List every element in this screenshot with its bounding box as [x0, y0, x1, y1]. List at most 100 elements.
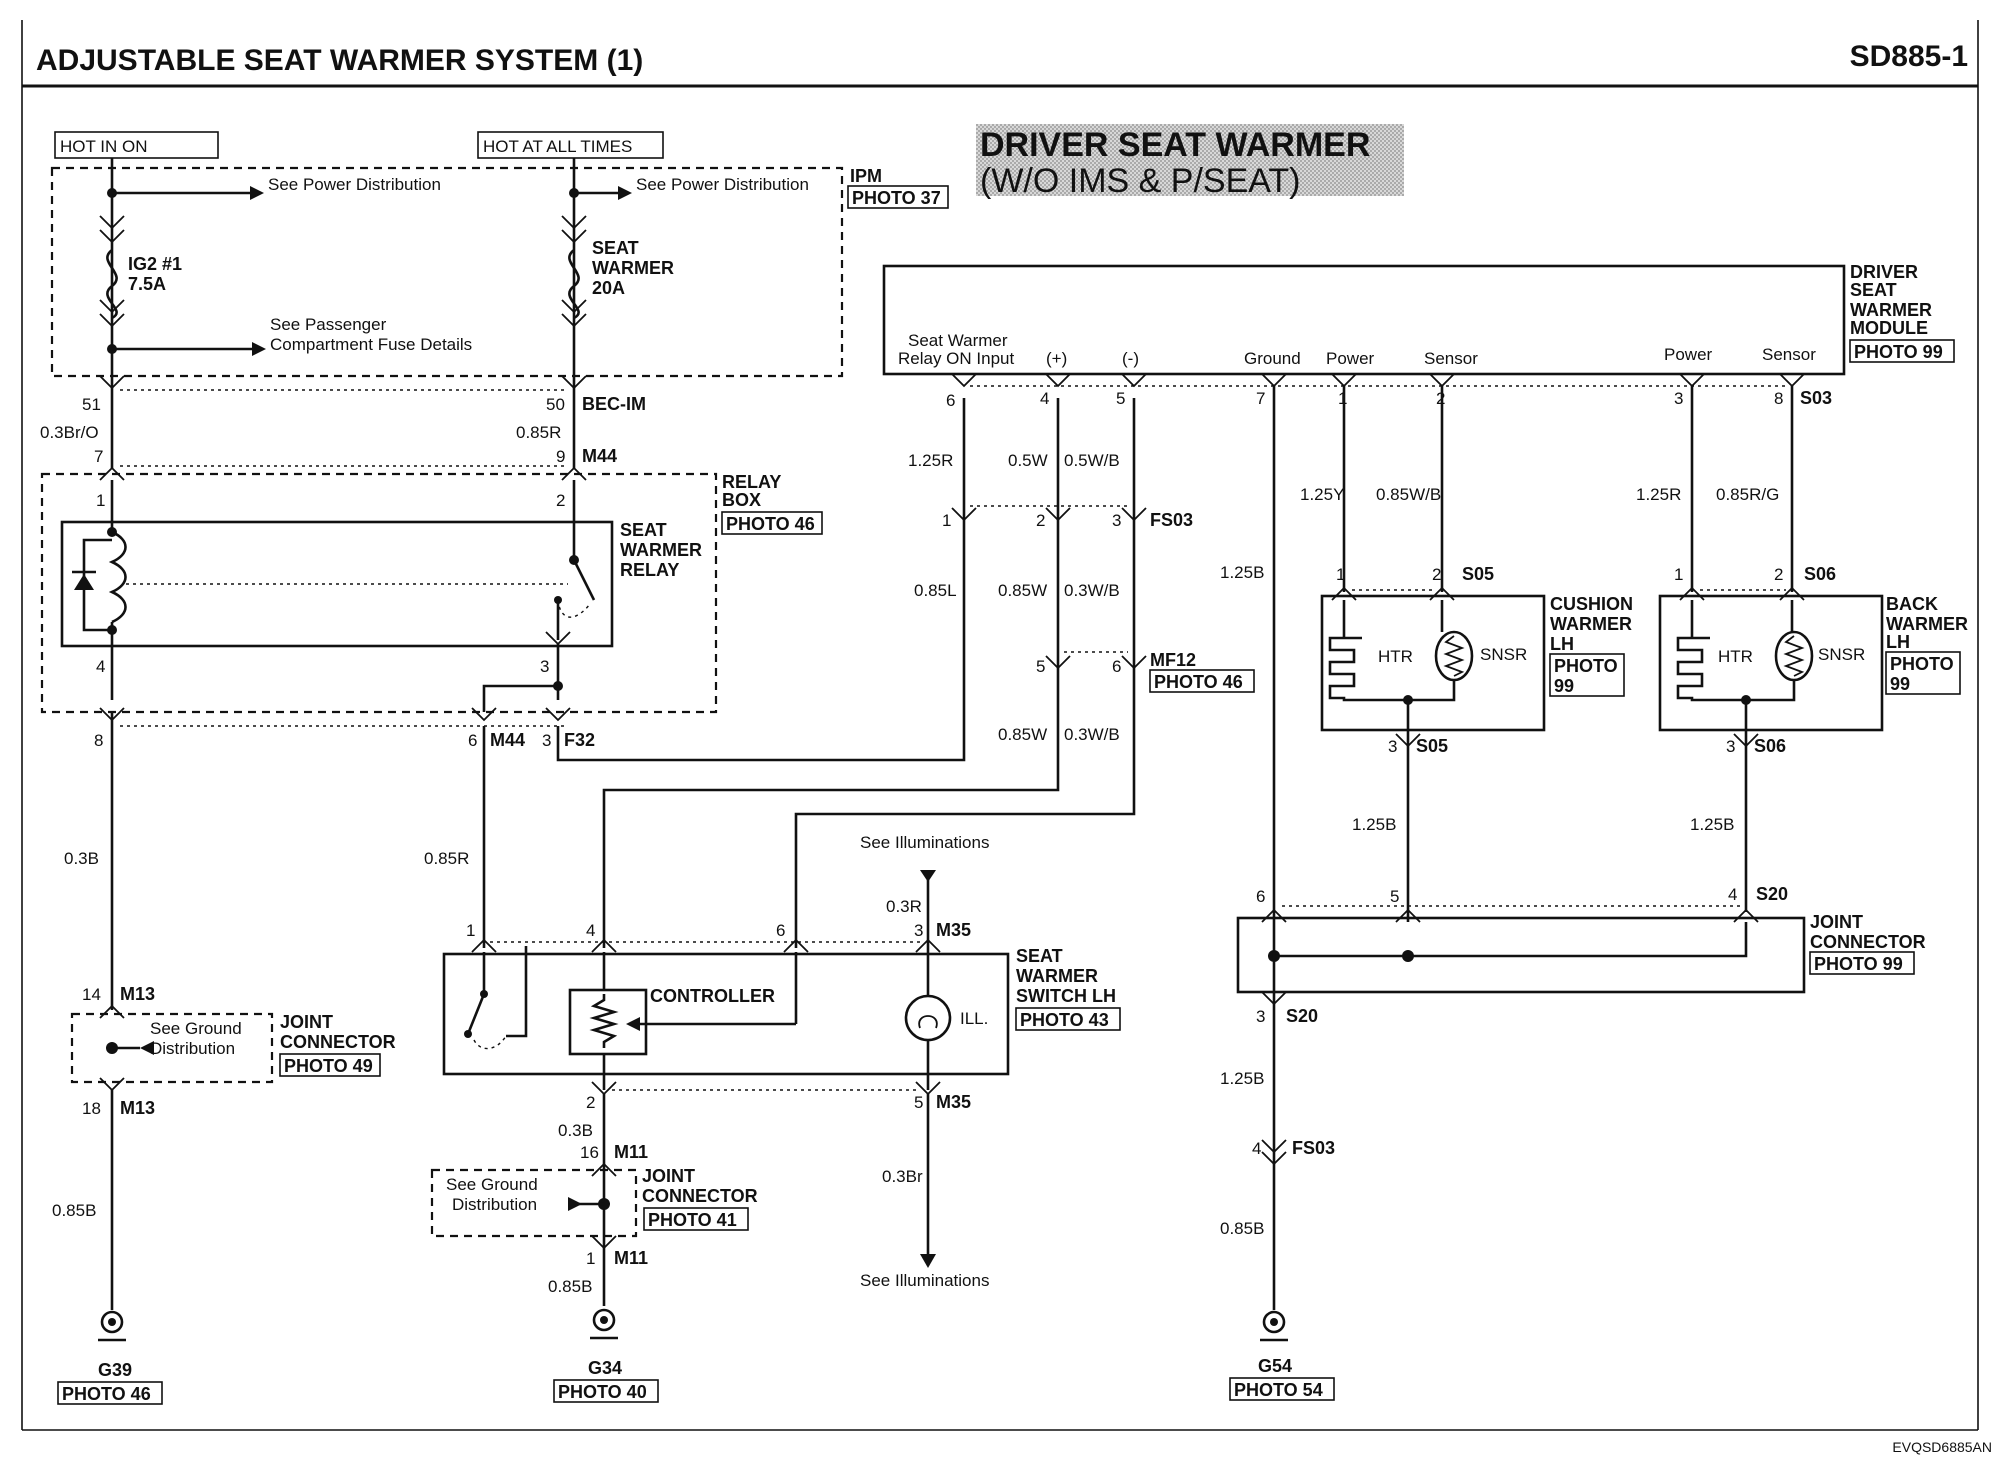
connector-s06-2: S06 [1754, 736, 1786, 756]
ground-g39-photo: PHOTO 46 [62, 1384, 151, 1404]
arrow-left-icon [626, 1017, 640, 1031]
connector-mf12: MF12 [1150, 650, 1196, 670]
page-code: SD885-1 [1850, 40, 1968, 73]
fuse-ig2-label1: IG2 #1 [128, 254, 182, 274]
connector-s20-1: S20 [1756, 884, 1788, 904]
pin-3-f32: 3 [542, 731, 551, 750]
wire-085b-3: 0.85B [1220, 1219, 1264, 1238]
pin-5-s20: 5 [1390, 887, 1399, 906]
switch-return [506, 946, 528, 1038]
joint-99-photo: PHOTO 99 [1814, 954, 1903, 974]
wire-03r: 0.3R [886, 897, 922, 916]
arrow-down-icon [920, 1254, 936, 1268]
section-title-line1: DRIVER SEAT WARMER [980, 126, 1370, 164]
ipm-relay-wiring: 51 50 BEC-IM 0.3Br/O 0.85R 7 9 M44 [40, 375, 646, 468]
joint-41-photo-box [643, 1207, 749, 1231]
diode-icon [74, 574, 94, 590]
wire-085b-label: 0.85B [52, 1201, 96, 1220]
pin-50: 50 [546, 395, 565, 414]
ground-g39-photo-box [57, 1381, 163, 1405]
pin-14: 14 [82, 985, 101, 1004]
relay-box-outline [40, 472, 718, 714]
heater-htr-cushion-icon [1328, 600, 1410, 702]
heater-htr-back-icon [1676, 600, 1748, 702]
pin-6-switch: 6 [776, 921, 785, 940]
cushion-snsr-return [1408, 680, 1456, 702]
connector-chevron-icon [1261, 908, 1759, 923]
pin-5-mf12: 5 [1036, 657, 1045, 676]
wire-03bro: 0.3Br/O [40, 423, 99, 442]
connector-chevron-icon [1733, 733, 1759, 748]
fuse-seat-warmer-icon [568, 248, 580, 320]
wire-05wb: 0.5W/B [1064, 451, 1120, 470]
wire-085wb: 0.85W/B [1376, 485, 1441, 504]
module-photo-box [1849, 339, 1955, 363]
pin-4-s20: 4 [1728, 885, 1737, 904]
ground-g34: G34 [588, 1358, 622, 1378]
relay-switch-arm [572, 559, 596, 601]
module-pin-relay-line2: Relay ON Input [898, 349, 1014, 368]
module-pin-relay-line1: Seat Warmer [908, 331, 1008, 350]
wire-05w: 0.5W [1008, 451, 1048, 470]
connector-chevron-icon [99, 707, 571, 722]
module-photo: PHOTO 99 [1854, 342, 1943, 362]
wire-03wb-route [794, 398, 1136, 948]
driver-seat-warmer-module-body [882, 264, 1846, 376]
pin-51: 51 [82, 395, 101, 414]
back-photo-num: 99 [1890, 674, 1910, 694]
cushion-warmer: 1.25Y 0.85W/B 1 2 S05 CUSHION WARMER LH … [1300, 386, 1633, 922]
connector-m11-1: M11 [614, 1142, 648, 1162]
joint-49-label1: JOINT [280, 1012, 333, 1032]
back-name-line1: BACK [1886, 594, 1938, 614]
back-name-line3: LH [1886, 632, 1910, 652]
fs03-mf12-wiring: 1.25R 0.5W 0.5W/B 1 2 3 FS03 0.85L 0.85W… [908, 451, 1255, 744]
module-pin-sensor-1: Sensor [1424, 349, 1478, 368]
joint-49-photo: PHOTO 49 [284, 1056, 373, 1076]
pin-7: 7 [94, 447, 103, 466]
see-ground-1b: Distribution [150, 1039, 235, 1058]
pin-3-relay: 3 [540, 657, 549, 676]
pin-1-fs03: 1 [942, 511, 951, 530]
back-warmer: 1.25R 0.85R/G 1 2 S06 BACK WARMER LH PHO… [1636, 386, 1968, 912]
switch-arm [466, 993, 486, 1035]
back-htr-label: HTR [1718, 647, 1753, 666]
pin-3-s06: 3 [1726, 737, 1735, 756]
connector-s20-2: S20 [1286, 1006, 1318, 1026]
illumination-bulb-icon [904, 994, 952, 1042]
module-name-line1: DRIVER [1850, 262, 1918, 282]
ground-g54-photo-box [1229, 1377, 1335, 1401]
seat-warmer-relay-body [60, 520, 614, 648]
back-photo-word: PHOTO [1890, 654, 1954, 674]
sensor-snsr-cushion-icon [1434, 630, 1474, 682]
module-pin-power-1: Power [1326, 349, 1375, 368]
contact-dot [464, 1030, 472, 1038]
footer-code: EVQSD6885AN [1892, 1439, 1992, 1455]
section-title-background [976, 124, 1404, 196]
module-name-line3: WARMER [1850, 300, 1932, 320]
connector-chevron-icon [99, 466, 587, 481]
pin-3-module: 3 [1674, 389, 1683, 408]
ground-g34-icon [592, 1308, 616, 1332]
connector-m13-1: M13 [120, 984, 155, 1004]
pin-1-relay: 1 [96, 491, 105, 510]
g39-branch: 0.3B 14 M13 See Ground Distribution JOIN… [52, 712, 396, 1405]
driver-module: DRIVER SEAT WARMER MODULE PHOTO 99 Seat … [882, 262, 1955, 410]
connector-chevron-icon [591, 1162, 617, 1177]
joint-connector-41-box [430, 1168, 638, 1238]
ground-g54: G54 [1258, 1356, 1292, 1376]
relay-box: RELAY BOX PHOTO 46 1 2 SEAT WARMER RELAY… [40, 466, 823, 750]
cushion-photo-box [1549, 653, 1625, 697]
connector-m35-1: M35 [936, 920, 971, 940]
hot-in-on-label-box [54, 131, 219, 159]
connector-chevron-icon [561, 215, 587, 244]
relay-coil-icon [108, 530, 127, 624]
joint-41-photo: PHOTO 41 [648, 1210, 737, 1230]
cushion-name-line2: WARMER [1550, 614, 1632, 634]
pin-2-relay: 2 [556, 491, 565, 510]
connector-chevron-icon [99, 299, 125, 328]
connector-chevron-icon [1395, 733, 1421, 748]
pin-2-s05: 2 [1432, 565, 1441, 584]
arrow-down-icon [920, 870, 936, 882]
relay-box-photo-box [721, 511, 823, 535]
ground-g39-icon [100, 1310, 124, 1334]
